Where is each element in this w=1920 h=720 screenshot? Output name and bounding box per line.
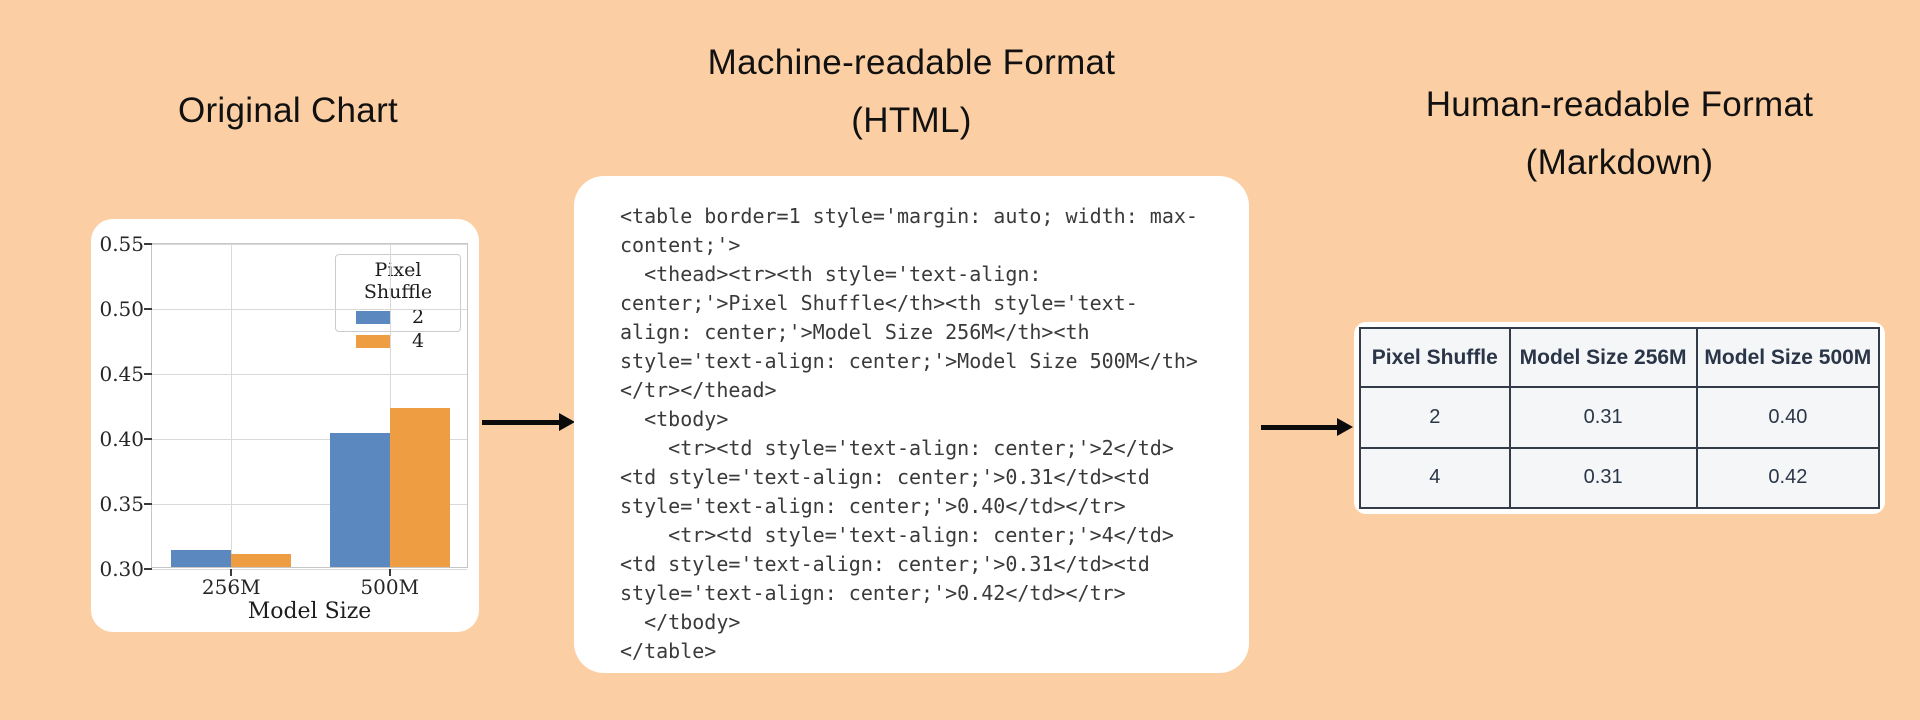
table-row: 2 0.31 0.40 — [1359, 386, 1881, 449]
bar-500M-series-2 — [329, 433, 390, 567]
code-line: content;'> — [620, 233, 741, 257]
y-tick-mark — [144, 568, 152, 570]
x-axis-label: Model Size — [247, 599, 372, 624]
header-cell-model-size-256m: Model Size 256M — [1508, 327, 1698, 388]
arrow-right-icon — [482, 413, 575, 432]
gridline — [152, 374, 467, 376]
x-tick-mark — [230, 569, 233, 576]
gridline — [389, 244, 391, 567]
gridline — [152, 504, 467, 506]
y-tick-label: 0.55 — [99, 232, 144, 256]
gridline — [152, 569, 467, 571]
code-line: style='text-align: center;'>Model Size 5… — [620, 349, 1198, 373]
y-tick-mark — [144, 243, 152, 245]
code-line: <tr><td style='text-align: center;'>2</t… — [620, 436, 1174, 460]
x-tick-mark — [388, 569, 391, 576]
table-cell: 4 — [1359, 446, 1511, 509]
table-cell: 0.40 — [1695, 386, 1881, 449]
table-cell: 0.31 — [1508, 446, 1698, 509]
code-line: <thead><tr><th style='text-align: — [620, 262, 1042, 286]
legend-swatch-series-4 — [356, 334, 390, 348]
y-tick-mark — [144, 503, 152, 505]
bar-256M-series-4 — [231, 554, 292, 567]
code-line: <td style='text-align: center;'>0.31</td… — [620, 552, 1150, 576]
y-tick-mark — [144, 373, 152, 375]
code-line: </tbody> — [620, 610, 741, 634]
right-panel-title: Human-readable Format (Markdown) — [1334, 76, 1905, 192]
x-tick-label: 500M — [360, 575, 420, 599]
table-cell: 2 — [1359, 386, 1511, 449]
y-tick-label: 0.50 — [99, 297, 144, 321]
middle-panel-title: Machine-readable Format (HTML) — [574, 34, 1249, 150]
gridline — [231, 244, 233, 567]
html-code-card: <table border=1 style='margin: auto; wid… — [574, 176, 1249, 673]
arrow-right-icon — [1261, 418, 1353, 437]
table-cell: 0.31 — [1508, 386, 1698, 449]
legend-swatch-series-2 — [356, 310, 390, 324]
table-header-row: Pixel Shuffle Model Size 256M Model Size… — [1359, 327, 1881, 388]
y-tick-mark — [144, 308, 152, 310]
chart-legend: Pixel Shuffle 2 4 — [335, 254, 461, 352]
code-line: <tbody> — [620, 407, 729, 431]
header-cell-model-size-500m: Model Size 500M — [1695, 327, 1881, 388]
arrow-shaft — [1261, 425, 1338, 430]
markdown-table: Pixel Shuffle Model Size 256M Model Size… — [1359, 327, 1881, 509]
code-line: style='text-align: center;'>0.40</td></t… — [620, 494, 1126, 518]
original-chart-card: Pixel Shuffle 2 4 0.30 0.35 0.40 0.45 0.50 0.… — [91, 219, 479, 632]
arrow-head — [559, 413, 575, 431]
table-row: 4 0.31 0.42 — [1359, 446, 1881, 509]
middle-panel-title-line1: Machine-readable Format — [707, 43, 1116, 82]
header-cell-pixel-shuffle: Pixel Shuffle — [1359, 327, 1511, 388]
bar-chart-plot-area: Pixel Shuffle 2 4 0.30 0.35 0.40 0.45 0.50 0.… — [99, 232, 468, 599]
legend-title: Pixel Shuffle — [363, 259, 433, 303]
y-tick-label: 0.30 — [99, 557, 144, 581]
bar-500M-series-4 — [389, 408, 450, 567]
legend-entry: 2 — [344, 305, 452, 329]
x-tick-label: 256M — [201, 575, 261, 599]
legend-label-series-4: 4 — [412, 330, 425, 352]
gridline — [152, 244, 467, 246]
y-tick-label: 0.35 — [99, 492, 144, 516]
y-tick-mark — [144, 438, 152, 440]
markdown-table-card: Pixel Shuffle Model Size 256M Model Size… — [1354, 322, 1885, 514]
table-cell: 0.42 — [1695, 446, 1881, 509]
code-line: style='text-align: center;'>0.42</td></t… — [620, 581, 1126, 605]
code-line: <tr><td style='text-align: center;'>4</t… — [620, 523, 1174, 547]
code-line: center;'>Pixel Shuffle</th><th style='te… — [620, 291, 1138, 315]
y-tick-label: 0.40 — [99, 427, 144, 451]
code-line: <td style='text-align: center;'>0.31</td… — [620, 465, 1150, 489]
right-panel-title-line2: (Markdown) — [1525, 143, 1714, 182]
gridline — [152, 309, 467, 311]
code-line: </table> — [620, 639, 717, 663]
code-line: </tr></thead> — [620, 378, 777, 402]
middle-panel-title-line2: (HTML) — [851, 101, 972, 140]
gridline — [152, 439, 467, 441]
arrow-head — [1337, 418, 1353, 436]
right-panel-title-line1: Human-readable Format — [1425, 85, 1814, 124]
code-line: align: center;'>Model Size 256M</th><th — [620, 320, 1090, 344]
bar-256M-series-2 — [171, 550, 232, 567]
legend-label-series-2: 2 — [412, 306, 425, 328]
legend-entry: 4 — [344, 329, 452, 353]
y-tick-label: 0.45 — [99, 362, 144, 386]
left-panel-title-text: Original Chart — [177, 91, 399, 130]
code-line: <table border=1 style='margin: auto; wid… — [620, 204, 1198, 228]
arrow-shaft — [482, 420, 560, 425]
left-panel-title: Original Chart — [38, 82, 538, 140]
